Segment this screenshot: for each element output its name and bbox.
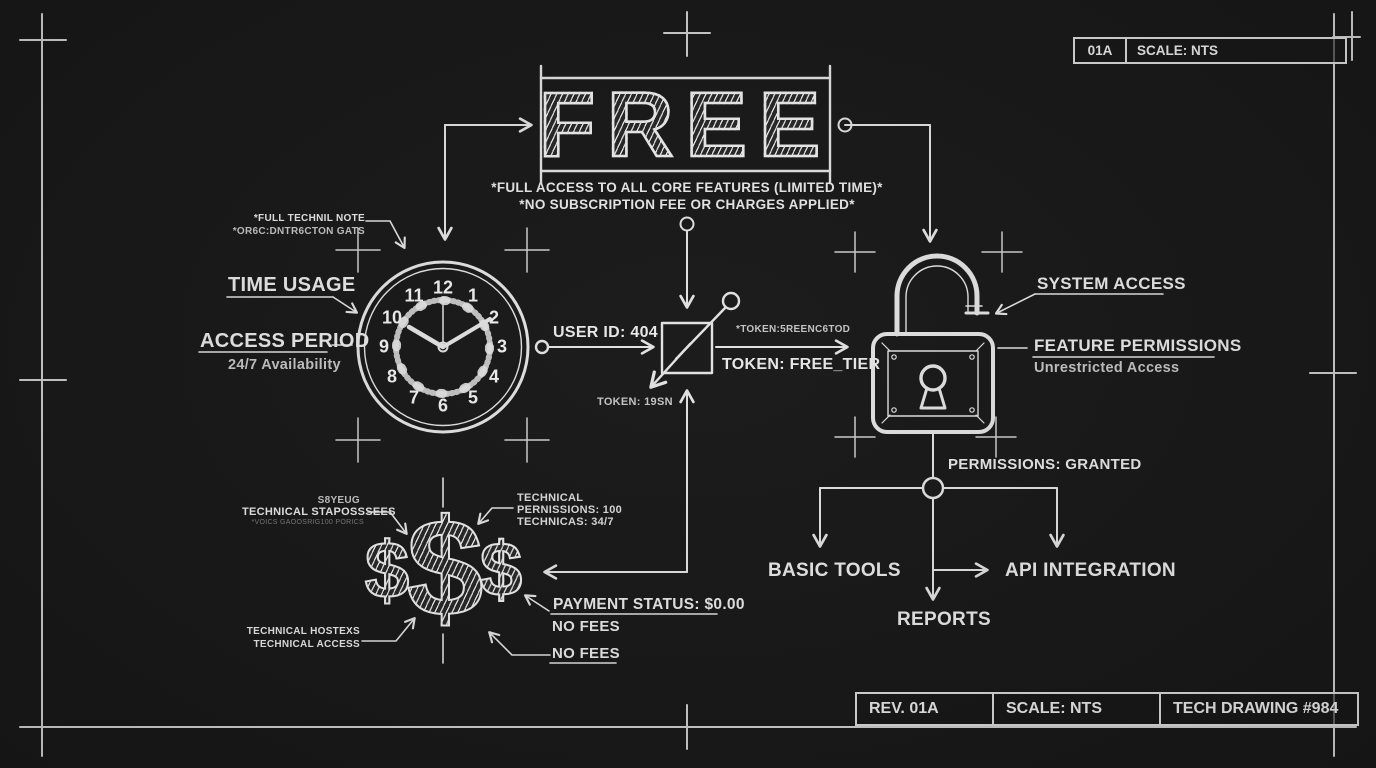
- availability-label: 24/7 Availability: [228, 357, 341, 373]
- free-connectors: [437, 117, 938, 309]
- clock-icon: [335, 227, 550, 463]
- branch-api-integration: API INTEGRATION: [1005, 560, 1176, 581]
- revision-cell: REV. 01A: [855, 692, 994, 726]
- leader-lines: [198, 220, 1215, 664]
- technical-line-2: PERNISSIONS: 100: [517, 504, 623, 516]
- system-access-label: SYSTEM ACCESS: [1037, 274, 1186, 293]
- free-tier-title: FREE: [538, 74, 833, 176]
- token-main-label: TOKEN: FREE_TIER: [722, 356, 881, 373]
- unrestricted-access-label: Unrestricted Access: [1034, 360, 1180, 376]
- time-usage-label: TIME USAGE: [228, 274, 356, 296]
- payment-status-label: PAYMENT STATUS: $0.00: [553, 596, 745, 613]
- access-period-label: ACCESS PERIOD: [200, 330, 370, 352]
- clock-numeral: 3: [496, 336, 508, 357]
- clock-numeral: 11: [404, 285, 424, 306]
- clock-note-line-1: *FULL TECHNIL NOTE: [253, 213, 365, 224]
- free-note-2: *NO SUBSCRIPTION FEE OR CHARGES APPLIED*: [519, 197, 855, 212]
- technical-permissions-note: TECHNICAL PERNISSIONS: 100 TECHNICAS: 34…: [517, 492, 622, 528]
- free-note-1: *FULL ACCESS TO ALL CORE FEATURES (LIMIT…: [491, 180, 883, 195]
- technical-line-1: TECHNICAL: [517, 492, 584, 504]
- clock-numeral: 9: [378, 336, 390, 357]
- clock-numeral: 6: [437, 395, 449, 416]
- feature-permissions-label: FEATURE PERMISSIONS: [1034, 336, 1242, 355]
- payment-gibberish-4: TECHNICAL HOSTEXS: [246, 626, 360, 637]
- payment-gibberish-3: *VOICS GAOOSRIG100 PORICS: [251, 519, 364, 526]
- title-block-bottom: REV. 01A SCALE: NTS TECH DRAWING #984: [855, 692, 1359, 726]
- permissions-tree: [812, 431, 1065, 601]
- clock-numeral: 1: [467, 285, 479, 306]
- no-fees-label-2: NO FEES: [552, 645, 620, 662]
- dollar-sign-icon: $: [364, 525, 410, 615]
- process-node: [534, 291, 849, 580]
- clock-numeral: 4: [488, 366, 500, 387]
- technical-line-3: TECHNICAS: 34/7: [517, 516, 614, 528]
- no-fees-label-1: NO FEES: [552, 618, 620, 635]
- clock-numeral: 10: [381, 307, 403, 328]
- payment-gibberish-2: TECHNICAL STAPOSSSEES: [242, 506, 396, 518]
- scale-cell: SCALE: NTS: [992, 692, 1161, 726]
- drawing-number-cell: TECH DRAWING #984: [1159, 692, 1359, 726]
- permissions-granted-label: PERMISSIONS: GRANTED: [948, 456, 1142, 473]
- payment-gibberish-1: S8YEUG: [317, 495, 360, 506]
- dollar-sign-icon: $: [406, 491, 485, 646]
- dollar-sign-icon: $: [479, 527, 523, 613]
- border-frame: [19, 11, 1361, 757]
- user-id-label: USER ID: 404: [553, 324, 658, 341]
- clock-numeral: 5: [467, 387, 479, 408]
- title-block-top: 01A SCALE: NTS: [1073, 37, 1347, 64]
- clock-numeral: 8: [386, 366, 398, 387]
- open-padlock-icon: [834, 231, 1023, 458]
- clock-numeral: 7: [408, 387, 420, 408]
- token-small-right-label: *TOKEN:5REENC6TOD: [736, 324, 851, 335]
- clock-numeral: 12: [432, 277, 454, 298]
- branch-basic-tools: BASIC TOOLS: [768, 560, 901, 581]
- scale-cell: SCALE: NTS: [1125, 37, 1347, 64]
- free-box: [539, 64, 832, 185]
- clock-numeral: 2: [488, 307, 500, 328]
- clock-note-line-2: *OR6C:DNTR6CTON GATS: [232, 226, 365, 237]
- payment-gibberish-5: TECHNICAL ACCESS: [253, 639, 360, 650]
- token-small-left-label: TOKEN: 19SN: [597, 396, 673, 408]
- branch-reports: REPORTS: [897, 609, 991, 630]
- revision-cell: 01A: [1073, 37, 1127, 64]
